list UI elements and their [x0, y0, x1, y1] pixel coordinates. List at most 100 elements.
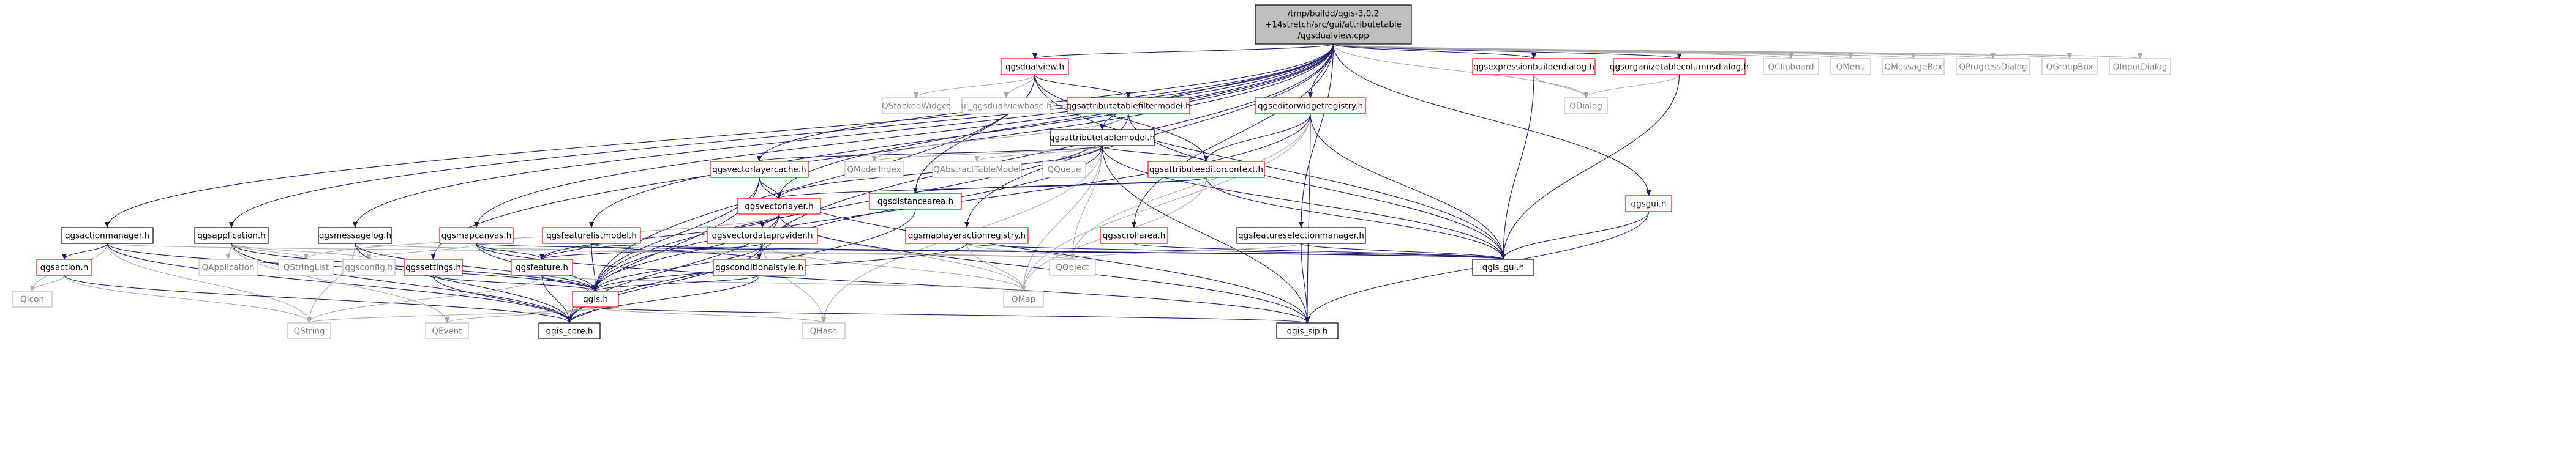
- edge-root-to-qgsactionmanager_h: [105, 43, 1334, 228]
- edge-qgsactionmanager_h-to-qgsaction_h: [62, 243, 108, 260]
- node-qgssettings_h[interactable]: qgssettings.h: [404, 259, 463, 276]
- node-qgis_gui_h[interactable]: qgis_gui.h: [1472, 259, 1534, 276]
- edge-qgsvectorlayer_h-to-qgsfeature_h: [539, 213, 780, 260]
- node-qgsfeature_h[interactable]: qgsfeature.h: [511, 259, 573, 276]
- node-qgsvectorlayer_h[interactable]: qgsvectorlayer.h: [737, 198, 821, 215]
- edge-qgsmessagelog_h-to-qgis_core_h: [355, 243, 572, 324]
- edge-qgsattributeeditorcontext_h-to-qgsdistancearea_h: [913, 177, 1207, 194]
- edge-qgsvectordataprovider_h-to-QMap: [762, 243, 1026, 292]
- node-qgsfeaturelistmodel_h[interactable]: qgsfeaturelistmodel.h: [542, 227, 641, 244]
- node-qgsattributeeditorcontext_h[interactable]: qgsattributeeditorcontext.h: [1147, 161, 1265, 178]
- node-label: qgsgui.h: [1631, 199, 1667, 209]
- node-label: ui_qgsdualviewbase.h: [961, 102, 1052, 111]
- node-label: qgsconditionalstyle.h: [715, 263, 803, 273]
- node-label: qgseditorwidgetregistry.h: [1258, 102, 1363, 111]
- node-qgsdistancearea_h[interactable]: qgsdistancearea.h: [869, 193, 962, 210]
- node-label: QString: [294, 327, 325, 336]
- edge-qgsattributetablefiltermodel_h-to-qgis_h: [593, 113, 1129, 292]
- edge-qgsmaplayeractionregistry_h-to-qgis_gui_h: [966, 243, 1506, 260]
- node-qgis_core_h[interactable]: qgis_core.h: [538, 322, 601, 339]
- node-label: qgsattributetablemodel.h: [1050, 133, 1155, 143]
- node-label: qgsdistancearea.h: [877, 197, 953, 207]
- edge-qgsattributetablefiltermodel_h-to-QModelIndex: [871, 113, 1129, 162]
- node-QInputDialog: QInputDialog: [2109, 58, 2171, 75]
- node-QMessageBox: QMessageBox: [1882, 58, 1945, 75]
- edge-root-to-qgsfeaturelistmodel_h: [589, 43, 1334, 228]
- edge-root-to-qgsmapcanvas_h: [474, 43, 1334, 228]
- edge-qgsscrollarea_h-to-qgis_gui_h: [1133, 243, 1506, 260]
- edge-qgsmaplayeractionregistry_h-to-QObject: [966, 243, 1075, 260]
- edge-qgsattributetablemodel_h-to-QObject: [1070, 145, 1103, 260]
- node-label: qgis_core.h: [546, 327, 593, 336]
- node-label: qgsscrollarea.h: [1103, 231, 1166, 241]
- node-qgsvectorlayercache_h[interactable]: qgsvectorlayercache.h: [710, 161, 809, 178]
- node-label: QIcon: [20, 295, 44, 305]
- edge-qgsdualview_h-to-qgsattributeeditorcontext_h: [1034, 74, 1209, 162]
- edge-qgis_h-to-qgis_core_h: [567, 306, 596, 324]
- edge-root-to-qgsscrollarea_h: [1132, 43, 1334, 228]
- edge-qgsorganizetablecolumnsdialog_h-to-qgis_gui_h: [1501, 74, 1680, 260]
- node-label: QAbstractTableModel: [933, 165, 1021, 175]
- node-qgsactionmanager_h[interactable]: qgsactionmanager.h: [61, 227, 154, 244]
- node-qgseditorwidgetregistry_h[interactable]: qgseditorwidgetregistry.h: [1255, 97, 1366, 114]
- node-qgsapplication_h[interactable]: qgsapplication.h: [194, 227, 269, 244]
- node-qgsgui_h[interactable]: qgsgui.h: [1625, 195, 1672, 212]
- node-QQueue: QQueue: [1042, 161, 1086, 178]
- node-QAbstractTableModel: QAbstractTableModel: [932, 161, 1022, 178]
- edge-root-to-qgsmessagelog_h: [353, 43, 1334, 228]
- node-qgsorganizetablecolumnsdialog_h[interactable]: qgsorganizetablecolumnsdialog.h: [1610, 58, 1749, 75]
- node-qgis_sip_h[interactable]: qgis_sip.h: [1276, 322, 1339, 339]
- edge-qgssettings_h-to-qgis_core_h: [432, 275, 572, 324]
- node-label: qgsvectordataprovider.h: [712, 231, 813, 241]
- node-label: QStringList: [284, 263, 329, 273]
- node-ui_qgsdualviewbase_h: ui_qgsdualviewbase.h: [961, 97, 1052, 114]
- node-QApplication: QApplication: [198, 259, 258, 276]
- edge-qgsapplication_h-to-QApplication: [225, 243, 232, 260]
- node-qgsmessagelog_h[interactable]: qgsmessagelog.h: [318, 227, 392, 244]
- node-label: /qgsdualview.cpp: [1297, 31, 1369, 41]
- node-qgis_h[interactable]: qgis.h: [572, 291, 619, 308]
- edge-qgsmapcanvas_h-to-qgsconfig_h: [366, 243, 477, 260]
- edge-qgsattributetablemodel_h-to-QModelIndex: [871, 145, 1103, 162]
- node-QDialog: QDialog: [1564, 97, 1608, 114]
- node-qgsscrollarea_h[interactable]: qgsscrollarea.h: [1100, 227, 1168, 244]
- node-label: qgsfeature.h: [516, 263, 568, 273]
- node-qgsmapcanvas_h[interactable]: qgsmapcanvas.h: [439, 227, 514, 244]
- node-QProgressDialog: QProgressDialog: [1956, 58, 2030, 75]
- edge-qgsexpressionbuilderdialog_h-to-qgis_gui_h: [1501, 74, 1534, 260]
- edge-qgsmessagelog_h-to-QObject: [355, 243, 1075, 260]
- edge-qgseditorwidgetregistry_h-to-qgsattributeeditorcontext_h: [1204, 113, 1311, 162]
- edge-root-to-qgssettings_h: [430, 43, 1334, 260]
- file-nodes: /tmp/buildd/qgis-3.0.2+14stretch/src/gui…: [12, 4, 2171, 339]
- node-qgsconditionalstyle_h[interactable]: qgsconditionalstyle.h: [713, 259, 806, 276]
- node-qgsmaplayeractionregistry_h[interactable]: qgsmaplayeractionregistry.h: [905, 227, 1029, 244]
- node-QString: QString: [287, 322, 331, 339]
- edge-root-to-qgsorganizetablecolumnsdialog_h: [1332, 43, 1682, 59]
- edge-qgssettings_h-to-qgis_h: [432, 275, 598, 292]
- edge-qgis_h-to-QString: [307, 306, 596, 324]
- node-label: qgsmapcanvas.h: [441, 231, 512, 241]
- edge-root-to-QInputDialog: [1332, 43, 2142, 59]
- node-label: qgsfeatureselectionmanager.h: [1238, 231, 1364, 241]
- edge-qgsattributeeditorcontext_h-to-qgis_gui_h: [1206, 177, 1506, 260]
- edge-root-to-qgsdualview_h: [1032, 43, 1334, 59]
- edge-qgsdualview_h-to-qgis_gui_h: [1034, 74, 1506, 260]
- edge-qgseditorwidgetregistry_h-to-QObject: [1070, 113, 1311, 260]
- node-qgsdualview_h[interactable]: qgsdualview.h: [1001, 58, 1069, 75]
- edge-qgsexpressionbuilderdialog_h-to-QDialog: [1533, 74, 1588, 98]
- node-label: qgsexpressionbuilderdialog.h: [1473, 62, 1594, 72]
- node-label: QDialog: [1569, 102, 1602, 111]
- edge-qgsvectordataprovider_h-to-qgsfeature_h: [539, 243, 763, 260]
- node-qgsvectordataprovider_h[interactable]: qgsvectordataprovider.h: [707, 227, 818, 244]
- node-qgsexpressionbuilderdialog_h[interactable]: qgsexpressionbuilderdialog.h: [1472, 58, 1596, 75]
- node-label: +14stretch/src/gui/attributetable: [1265, 20, 1402, 30]
- node-qgsfeatureselectionmanager_h[interactable]: qgsfeatureselectionmanager.h: [1236, 227, 1366, 244]
- node-qgsattributetablefiltermodel_h[interactable]: qgsattributetablefiltermodel.h: [1066, 97, 1191, 114]
- node-qgsaction_h[interactable]: qgsaction.h: [36, 259, 92, 276]
- node-label: QStackedWidget: [882, 102, 950, 111]
- edge-qgsorganizetablecolumnsdialog_h-to-QDialog: [1583, 74, 1680, 98]
- node-label: qgsactionmanager.h: [65, 231, 149, 241]
- node-qgsattributetablemodel_h[interactable]: qgsattributetablemodel.h: [1050, 129, 1155, 146]
- edge-qgsfeaturelistmodel_h-to-qgsconditionalstyle_h: [591, 243, 762, 260]
